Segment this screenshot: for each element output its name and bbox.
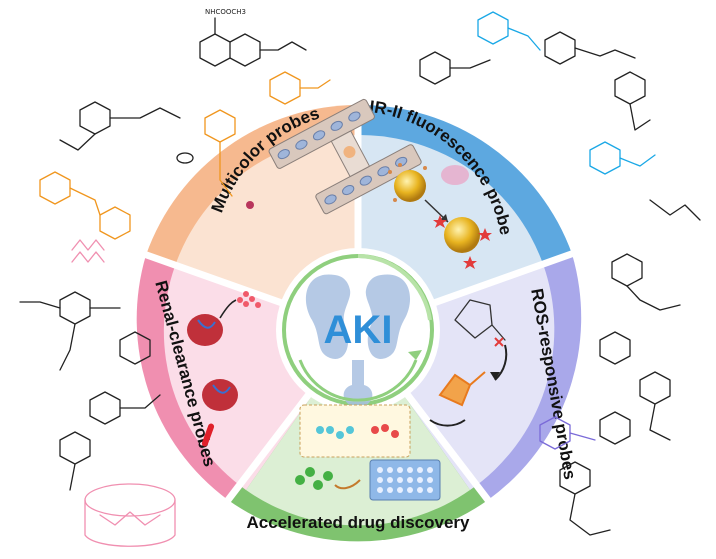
chem-structures: NHCOOCH3 — [19, 8, 701, 547]
center-label: AKI — [324, 308, 393, 352]
drug-discovery-illustration — [295, 404, 441, 501]
center-hub: AKI — [276, 248, 440, 412]
right-kidney-icon — [365, 274, 411, 359]
label-drug: Accelerated drug discovery — [247, 513, 471, 532]
label-drug-group: Accelerated drug discovery — [247, 513, 471, 532]
nir-nanoparticles-illustration — [388, 163, 492, 269]
chem-label-nhcooch3: NHCOOCH3 — [205, 8, 246, 16]
renal-clearance-illustration — [187, 291, 261, 447]
multicolor-cells-illustration — [246, 98, 422, 215]
ros-illustration — [429, 299, 508, 427]
bladder-icon — [343, 360, 373, 408]
left-kidney-icon — [305, 274, 351, 359]
